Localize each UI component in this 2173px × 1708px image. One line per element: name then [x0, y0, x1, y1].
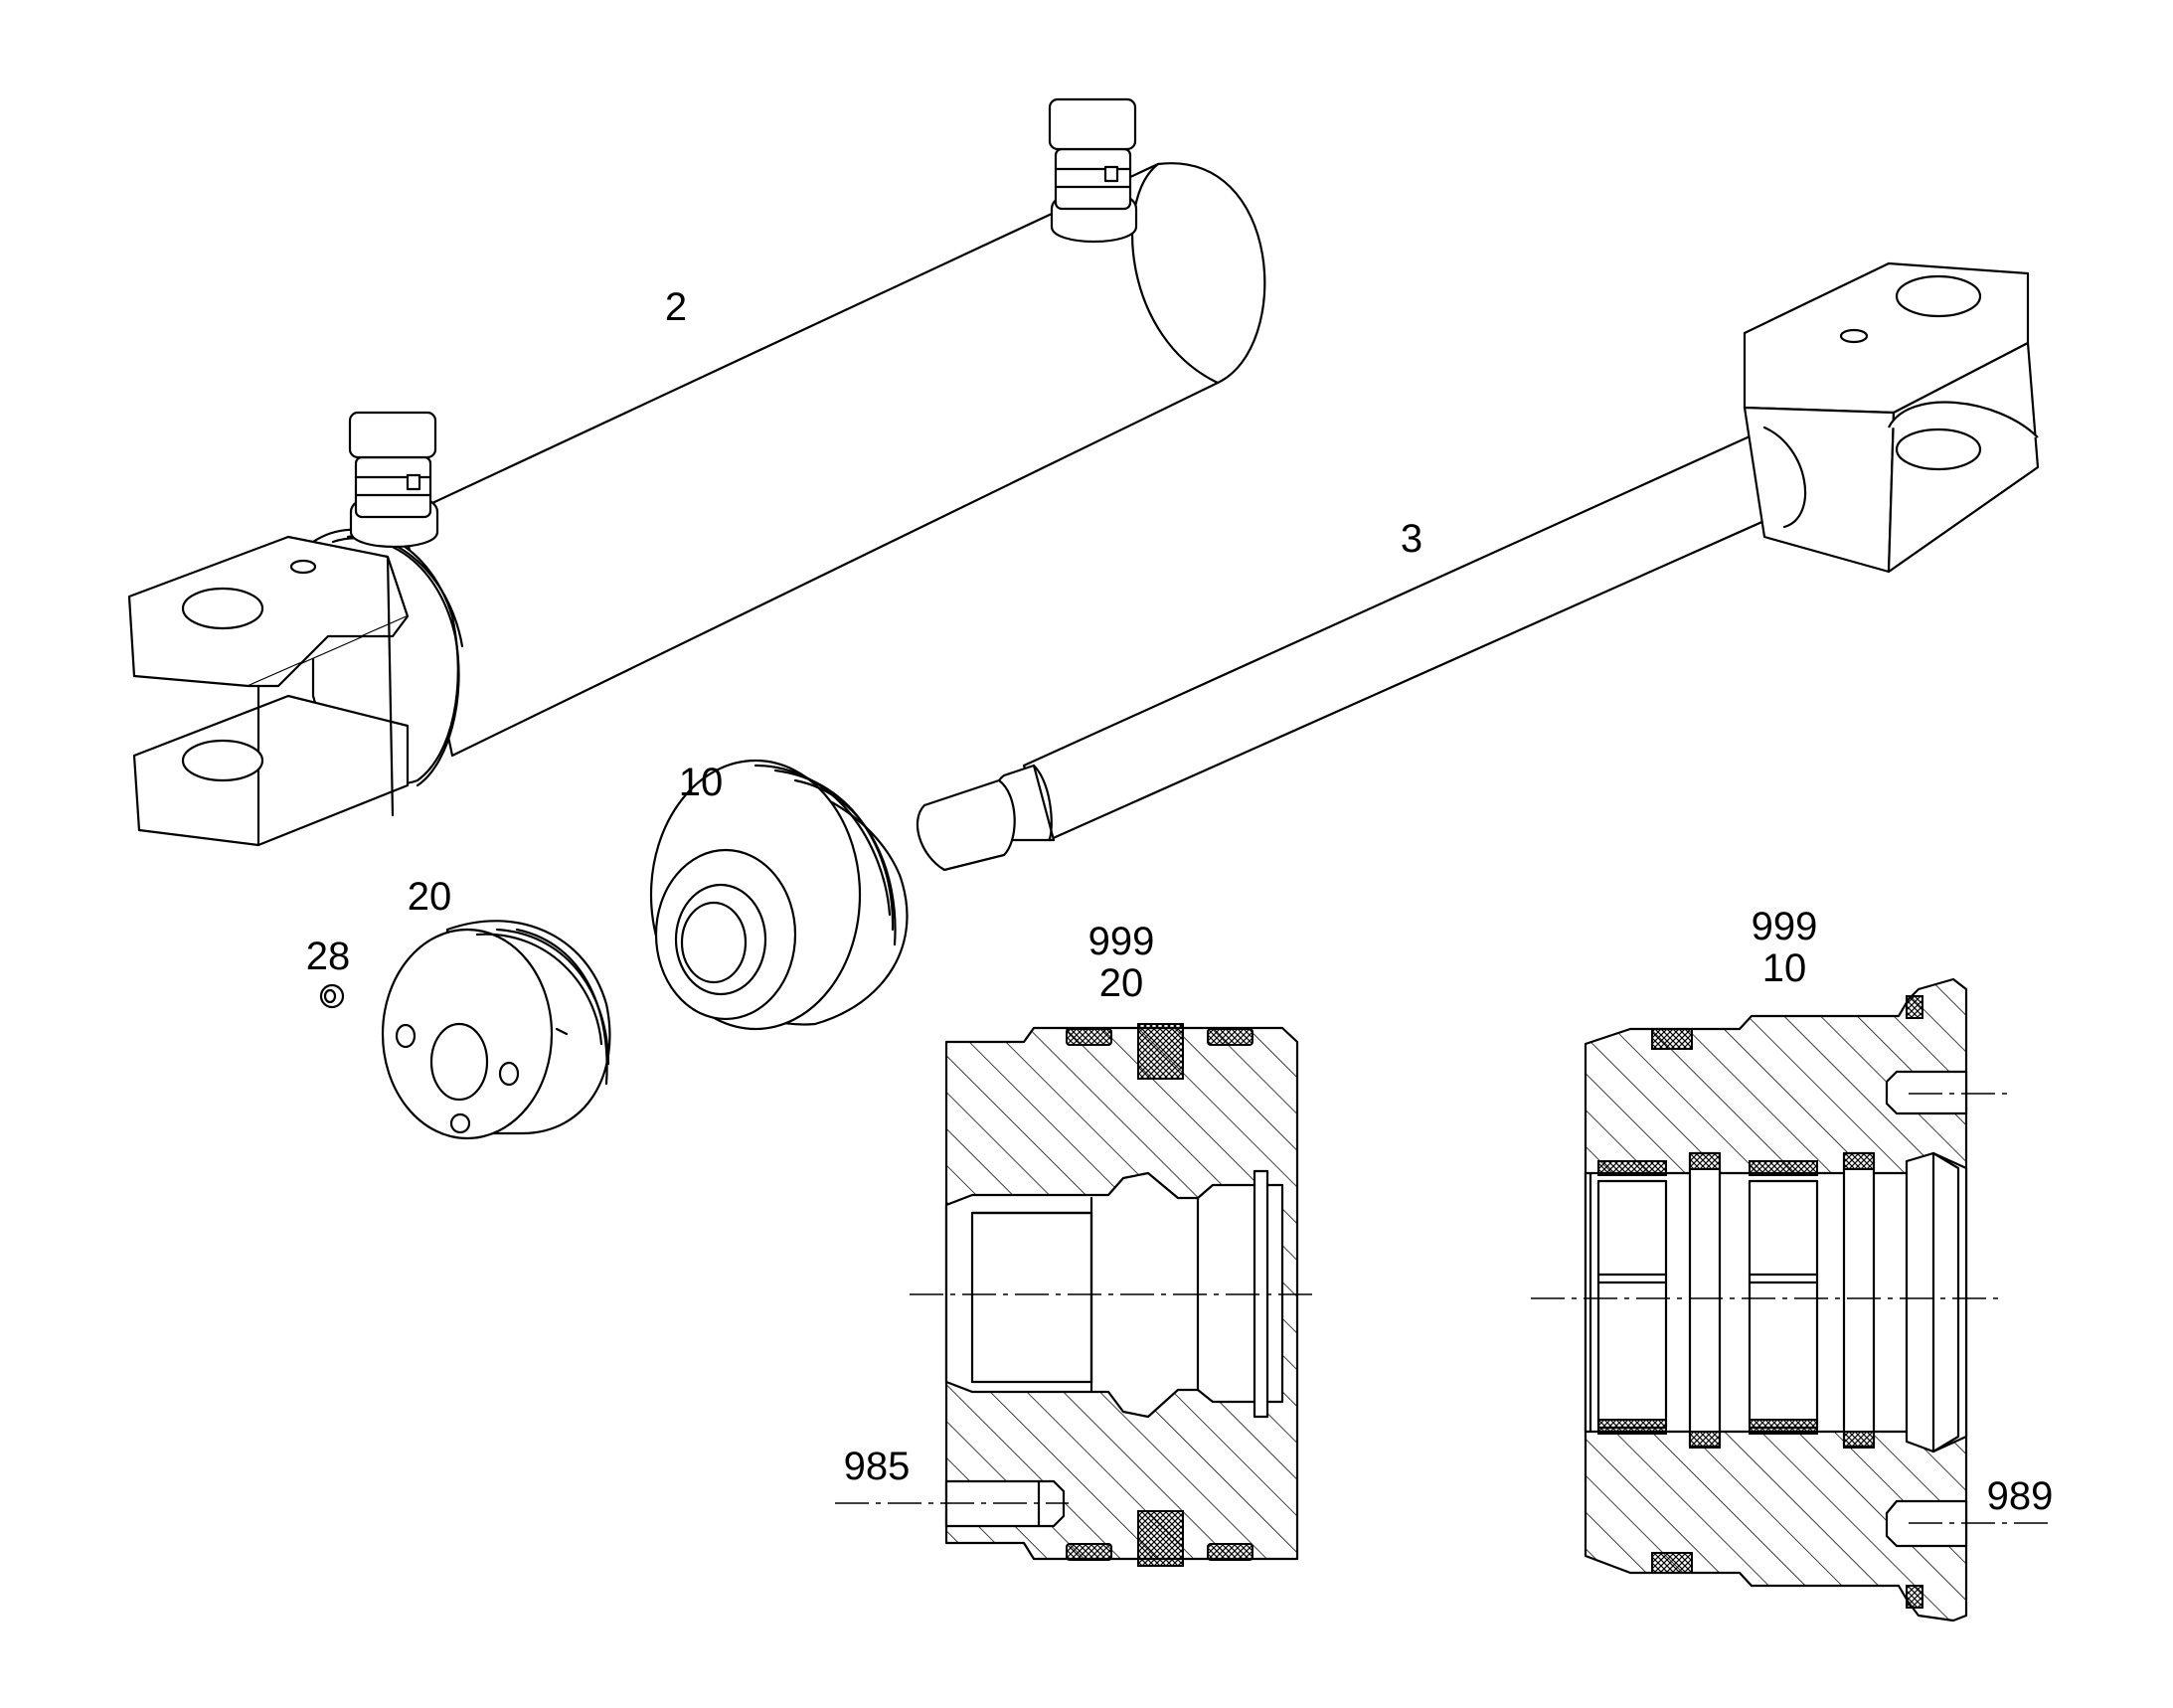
label-985: 985 [844, 1445, 911, 1488]
piston-section [835, 1023, 1314, 1567]
label-section-head-10: 10 [1762, 946, 1807, 990]
piston-rod [916, 261, 2040, 872]
label-989: 989 [1987, 1474, 2054, 1518]
port-fitting-front [348, 411, 439, 549]
guide-head-section [1531, 977, 2053, 1623]
label-section-piston-20: 20 [1099, 961, 1144, 1005]
label-section-piston-999: 999 [1088, 920, 1155, 963]
guide-head [649, 759, 909, 1031]
label-section-head-999: 999 [1752, 905, 1818, 948]
grease-nipple [319, 983, 345, 1009]
label-part-10: 10 [679, 761, 724, 804]
cylinder-tube [127, 97, 1266, 847]
piston [381, 920, 611, 1140]
label-part-28: 28 [306, 935, 351, 978]
label-part-3: 3 [1401, 517, 1422, 561]
port-fitting-rear [1048, 97, 1138, 244]
label-part-2: 2 [665, 285, 687, 329]
label-part-20: 20 [408, 875, 452, 919]
